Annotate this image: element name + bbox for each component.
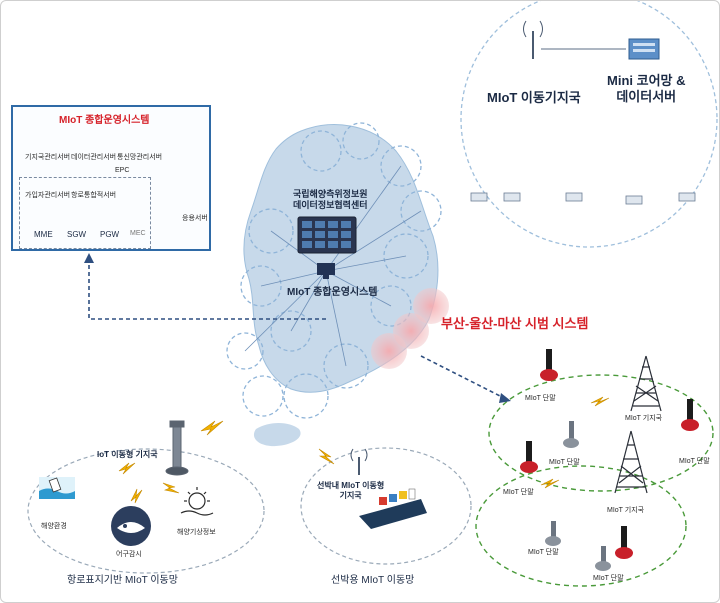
label-srv-base: 기지국관리서버 xyxy=(25,154,71,161)
label-fixed-bs-1: MIoT 기지국 xyxy=(625,415,663,422)
mobile-bs-coverage xyxy=(460,1,718,248)
label-center: 국립해양측위정보원 데이터정보협력센터 xyxy=(293,189,368,210)
base-station-tower-1 xyxy=(630,355,662,412)
device-icons xyxy=(470,192,696,205)
label-epc: EPC xyxy=(115,167,130,174)
ship-antenna-icon xyxy=(350,448,368,475)
label-srv-comm: 통신망관리서버 xyxy=(117,154,163,161)
label-pgw: PGW xyxy=(100,230,120,239)
label-terminal-6: MIoT 단말 xyxy=(593,575,624,582)
ship-icon xyxy=(359,488,427,529)
pilot-link-arrow xyxy=(420,355,507,400)
label-mini-core: Mini 코어망 & 데이터서버 xyxy=(607,73,686,104)
label-terminal-1: MIoT 단말 xyxy=(525,395,556,402)
label-nav-net: 항로표지기반 MIoT 이동망 xyxy=(67,575,178,586)
fish-monitor-icon xyxy=(111,506,151,546)
buoy-terminals xyxy=(520,349,699,571)
label-iot-bs: IoT 이동형 기지국 xyxy=(97,450,158,459)
label-mobile-bs: MIoT 이동기지국 xyxy=(487,90,581,105)
coverage-circles xyxy=(226,122,442,419)
label-fixed-bs-2: MIoT 기지국 xyxy=(607,507,645,514)
nav-buoy-icon xyxy=(165,420,189,476)
label-marine-env: 해양환경 xyxy=(41,523,67,530)
marine-env-icon xyxy=(39,477,75,499)
pilot-region-circles xyxy=(371,288,449,369)
korea-map xyxy=(243,124,439,393)
label-weather: 해양기상정보 xyxy=(177,529,216,536)
mini-core-server-icon xyxy=(628,38,660,60)
label-srv-data: 데이터관리서버 xyxy=(71,154,117,161)
ship-net-ellipse xyxy=(300,447,472,565)
label-ship-bs: 선박내 MIoT 이동형 기지국 xyxy=(317,481,385,500)
lightning-icons xyxy=(118,396,610,504)
label-sgw: SGW xyxy=(67,230,87,239)
jeju-island xyxy=(253,423,301,447)
label-terminal-2: MIoT 단말 xyxy=(679,458,710,465)
label-ship-net: 선박용 MIoT 이동망 xyxy=(331,575,415,586)
computer-icon xyxy=(317,263,335,275)
weather-icon xyxy=(180,487,214,516)
label-pilot-system: 부산-울산-마산 시범 시스템 xyxy=(441,316,589,331)
nav-net-ellipse xyxy=(27,448,265,574)
label-fish: 어구감시 xyxy=(116,551,142,558)
ops-link-arrow xyxy=(88,259,326,320)
antenna-icon xyxy=(523,20,543,59)
label-mec: MEC xyxy=(130,230,146,237)
center-links xyxy=(244,165,422,367)
pilot-net-upper xyxy=(488,374,714,492)
label-terminal-5: MIoT 단말 xyxy=(528,549,559,556)
label-srv-route: 항로통합적서버 xyxy=(71,192,117,199)
pilot-net-lower xyxy=(475,465,687,587)
label-app-server: 응용서버 xyxy=(182,215,208,222)
label-ops-main: MIoT 종합운영시스템 xyxy=(287,287,378,298)
ops-box-title: MIoT 종합운영시스템 xyxy=(59,115,150,126)
label-terminal-3: MIoT 단말 xyxy=(549,459,580,466)
label-srv-sub: 가입자관리서버 xyxy=(25,192,71,199)
epc-box xyxy=(19,177,151,249)
label-mme: MME xyxy=(34,230,53,239)
ops-system-box xyxy=(11,105,211,251)
label-terminal-4: MIoT 단말 xyxy=(503,489,534,496)
base-station-tower-2 xyxy=(614,430,648,494)
